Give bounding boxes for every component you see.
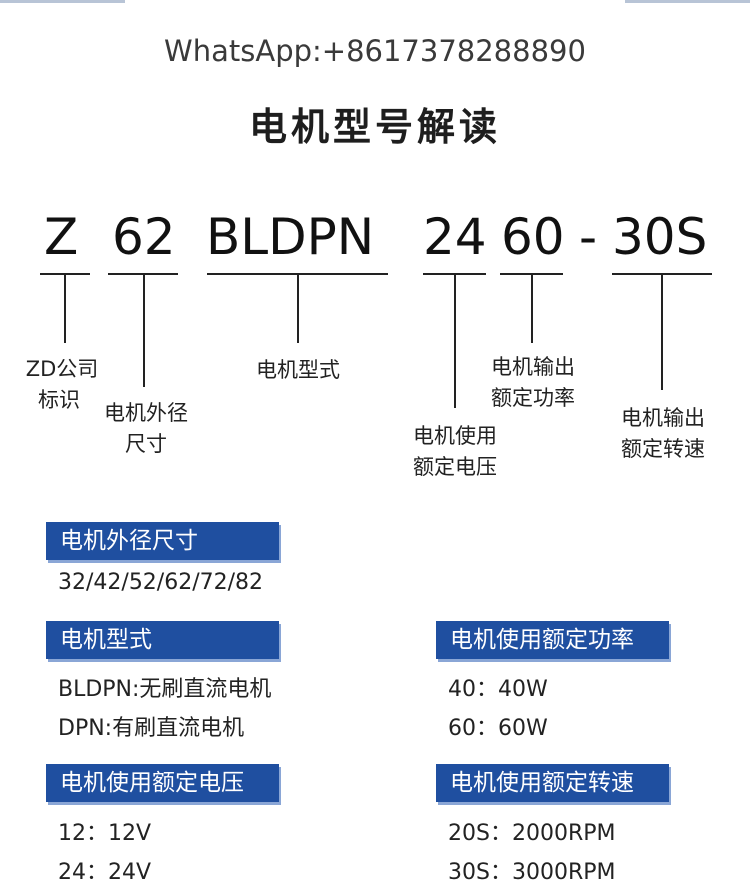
code-part-speed: 30S xyxy=(612,208,708,266)
connector-power xyxy=(531,275,533,343)
label-speed: 电机输出 额定转速 xyxy=(610,403,716,465)
page-title: 电机型号解读 xyxy=(248,105,501,149)
connector-z xyxy=(64,275,66,343)
section-voltage-header: 电机使用额定电压 xyxy=(46,764,279,802)
label-type-line1: 电机型式 xyxy=(256,358,340,382)
label-speed-line1: 电机输出 xyxy=(621,406,705,430)
underline-power xyxy=(500,273,563,275)
label-company-line1: ZD公司 xyxy=(25,357,99,381)
code-part-type: BLDPN xyxy=(206,208,375,266)
label-power-line1: 电机输出 xyxy=(491,355,575,379)
speed-item-30s: 30S：3000RPM xyxy=(448,860,616,885)
section-speed-header: 电机使用额定转速 xyxy=(436,764,669,802)
code-part-dash: - xyxy=(579,208,598,266)
label-speed-line2: 额定转速 xyxy=(621,437,705,461)
label-diameter: 电机外径 尺寸 xyxy=(94,398,198,460)
voltage-item-24: 24：24V xyxy=(58,860,152,885)
diameter-values: 32/42/52/62/72/82 xyxy=(58,570,264,595)
label-power-line2: 额定功率 xyxy=(491,386,575,410)
speed-item-20s: 20S：2000RPM xyxy=(448,821,616,846)
connector-voltage xyxy=(454,275,456,408)
label-voltage-line1: 电机使用 xyxy=(413,424,497,448)
label-type: 电机型式 xyxy=(246,355,350,386)
type-item-bldpn: BLDPN:无刷直流电机 xyxy=(58,677,272,702)
code-part-voltage: 24 xyxy=(423,208,487,266)
voltage-item-12: 12：12V xyxy=(58,821,152,846)
type-item-dpn: DPN:有刷直流电机 xyxy=(58,716,245,741)
underline-type xyxy=(207,273,388,275)
section-type-header: 电机型式 xyxy=(46,621,279,659)
underline-voltage xyxy=(423,273,486,275)
label-diameter-line1: 电机外径 xyxy=(104,401,188,425)
code-part-z: Z xyxy=(44,208,79,266)
connector-size xyxy=(143,275,145,387)
label-voltage: 电机使用 额定电压 xyxy=(402,421,508,483)
label-company: ZD公司 标识 xyxy=(14,354,110,416)
underline-z xyxy=(40,273,90,275)
code-part-power: 60 xyxy=(501,208,565,266)
power-item-40: 40：40W xyxy=(448,677,548,702)
top-divider-right xyxy=(625,0,750,3)
top-divider-left xyxy=(0,0,125,3)
code-part-size: 62 xyxy=(112,208,176,266)
label-voltage-line2: 额定电压 xyxy=(413,455,497,479)
connector-speed xyxy=(661,275,663,390)
whatsapp-contact: WhatsApp:+8617378288890 xyxy=(164,34,586,68)
underline-size xyxy=(108,273,178,275)
label-company-line2: 标识 xyxy=(38,388,80,412)
underline-speed xyxy=(612,273,712,275)
section-diameter-header: 电机外径尺寸 xyxy=(46,522,279,560)
connector-type xyxy=(297,275,299,343)
power-item-60: 60：60W xyxy=(448,716,548,741)
label-power: 电机输出 额定功率 xyxy=(480,352,586,414)
label-diameter-line2: 尺寸 xyxy=(125,432,167,456)
section-power-header: 电机使用额定功率 xyxy=(436,621,669,659)
